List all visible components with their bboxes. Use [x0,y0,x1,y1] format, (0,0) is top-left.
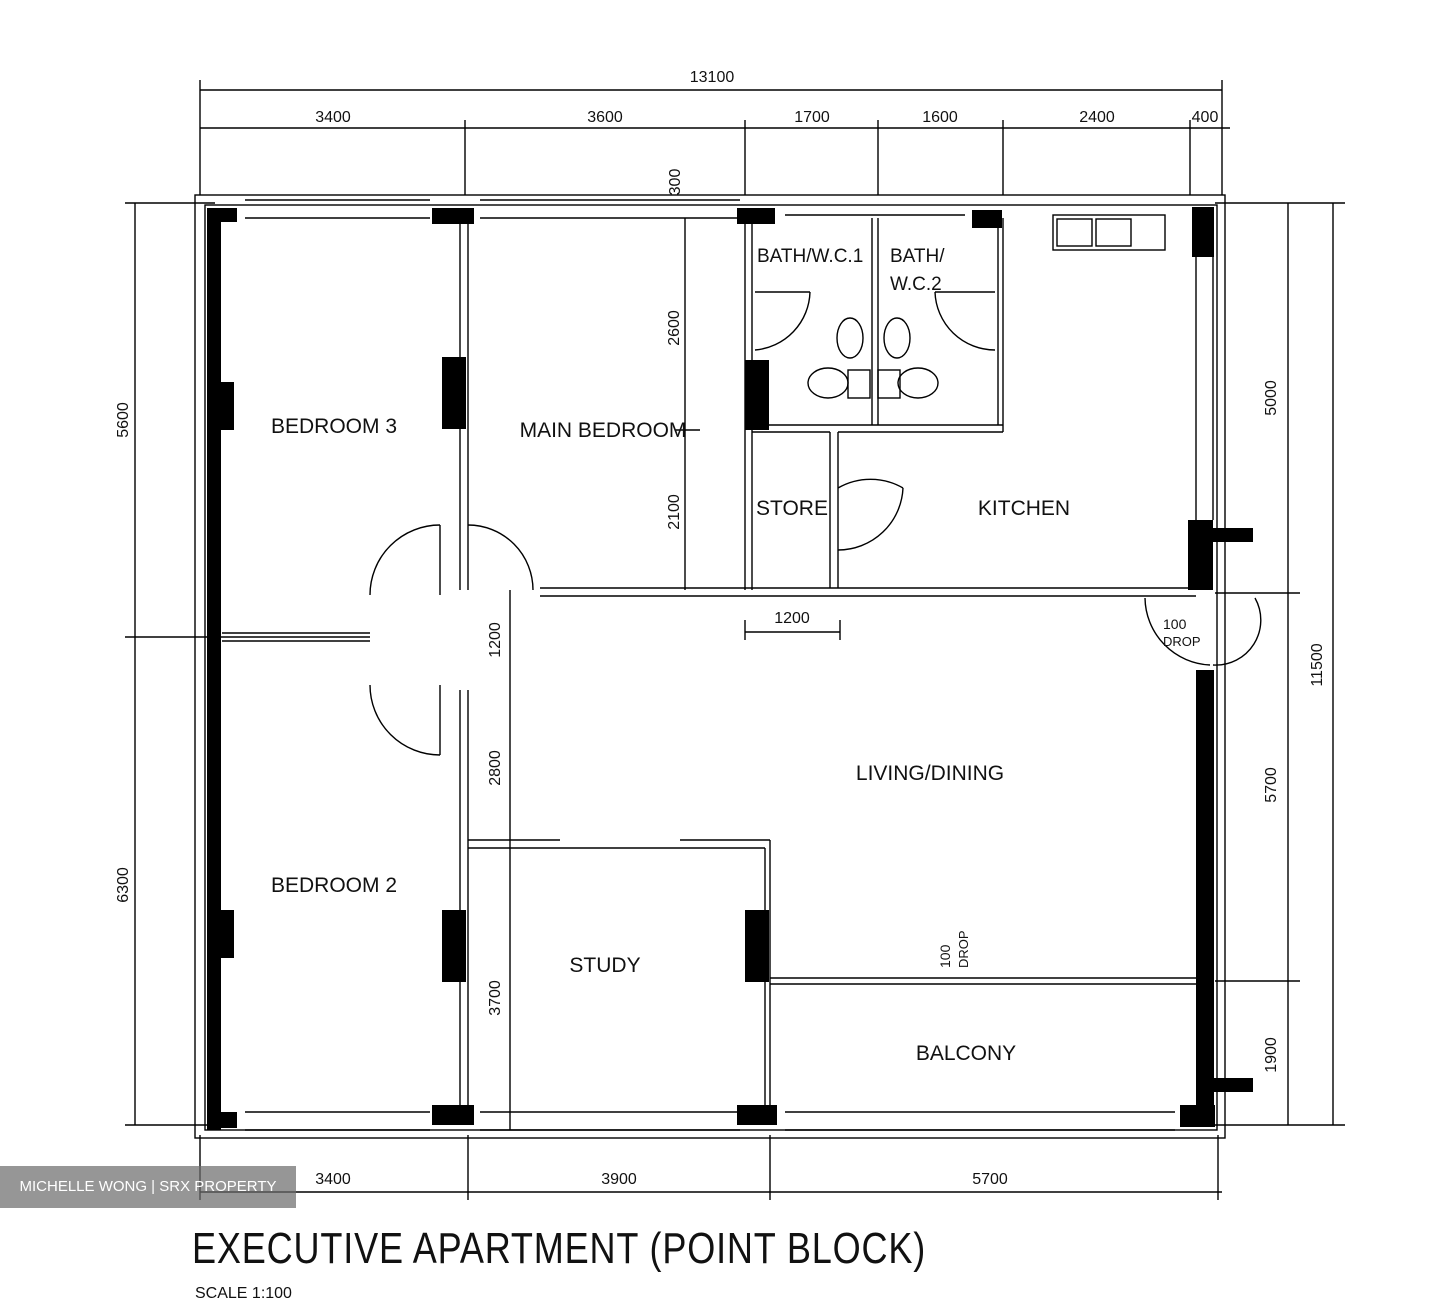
dim-top-400: 400 [1192,109,1219,126]
inner-dimensions [509,218,841,1130]
dim-top-total: 13100 [690,69,735,86]
room-bedroom-3: BEDROOM 3 [271,415,397,438]
dim-3700: 3700 [487,980,504,1016]
room-bath-wc-2-line1: BATH/ [890,246,945,267]
top-dimensions [199,80,1230,195]
dim-left-6300: 6300 [115,867,132,903]
room-study: STUDY [569,954,640,977]
columns [210,208,1253,1125]
watermark-badge: MICHELLE WONG | SRX PROPERTY [0,1166,296,1208]
right-dimensions [1215,202,1345,1126]
drop-bottom-value: 100 [937,944,953,968]
dim-bottom-3900: 3900 [601,1171,637,1188]
room-store: STORE [756,497,828,520]
toilets [807,317,939,399]
dim-300: 300 [667,169,684,196]
dim-left-5600: 5600 [115,402,132,438]
dim-2600: 2600 [666,310,683,346]
left-dimensions [125,202,370,1126]
room-kitchen: KITCHEN [978,497,1070,520]
dim-bottom-3400: 3400 [315,1171,351,1188]
room-bedroom-2: BEDROOM 2 [271,874,397,897]
dim-right-5000: 5000 [1263,380,1280,416]
plan-scale: SCALE 1:100 [195,1285,292,1302]
dim-bottom-5700: 5700 [972,1171,1008,1188]
dim-top-1600: 1600 [922,109,958,126]
dim-top-1700: 1700 [794,109,830,126]
kitchen-sink [1052,214,1166,251]
outer-walls [194,194,1226,1139]
plan-title: EXECUTIVE APARTMENT (POINT BLOCK) [192,1224,927,1273]
dim-store-1200: 1200 [774,610,810,627]
interior-walls [222,218,1214,1112]
dim-top-2400: 2400 [1079,109,1115,126]
room-main-bedroom: MAIN BEDROOM [520,419,687,442]
room-bath-wc-1: BATH/W.C.1 [757,246,863,267]
dim-1200: 1200 [487,622,504,658]
dim-2800: 2800 [487,750,504,786]
room-balcony: BALCONY [916,1042,1016,1065]
doors [369,291,1262,756]
drop-top-label: DROP [1163,634,1201,649]
drop-bottom-label: DROP [956,930,971,968]
drop-top-value: 100 [1163,616,1187,632]
dim-top-3400: 3400 [315,109,351,126]
dim-2100: 2100 [666,494,683,530]
dim-right-5700: 5700 [1263,767,1280,803]
dim-right-11500: 11500 [1309,643,1326,686]
bottom-dimensions [199,1135,1222,1200]
dim-top-3600: 3600 [587,109,623,126]
room-living-dining: LIVING/DINING [856,762,1004,785]
dim-right-1900: 1900 [1263,1037,1280,1073]
room-bath-wc-2-line2: W.C.2 [890,274,942,295]
